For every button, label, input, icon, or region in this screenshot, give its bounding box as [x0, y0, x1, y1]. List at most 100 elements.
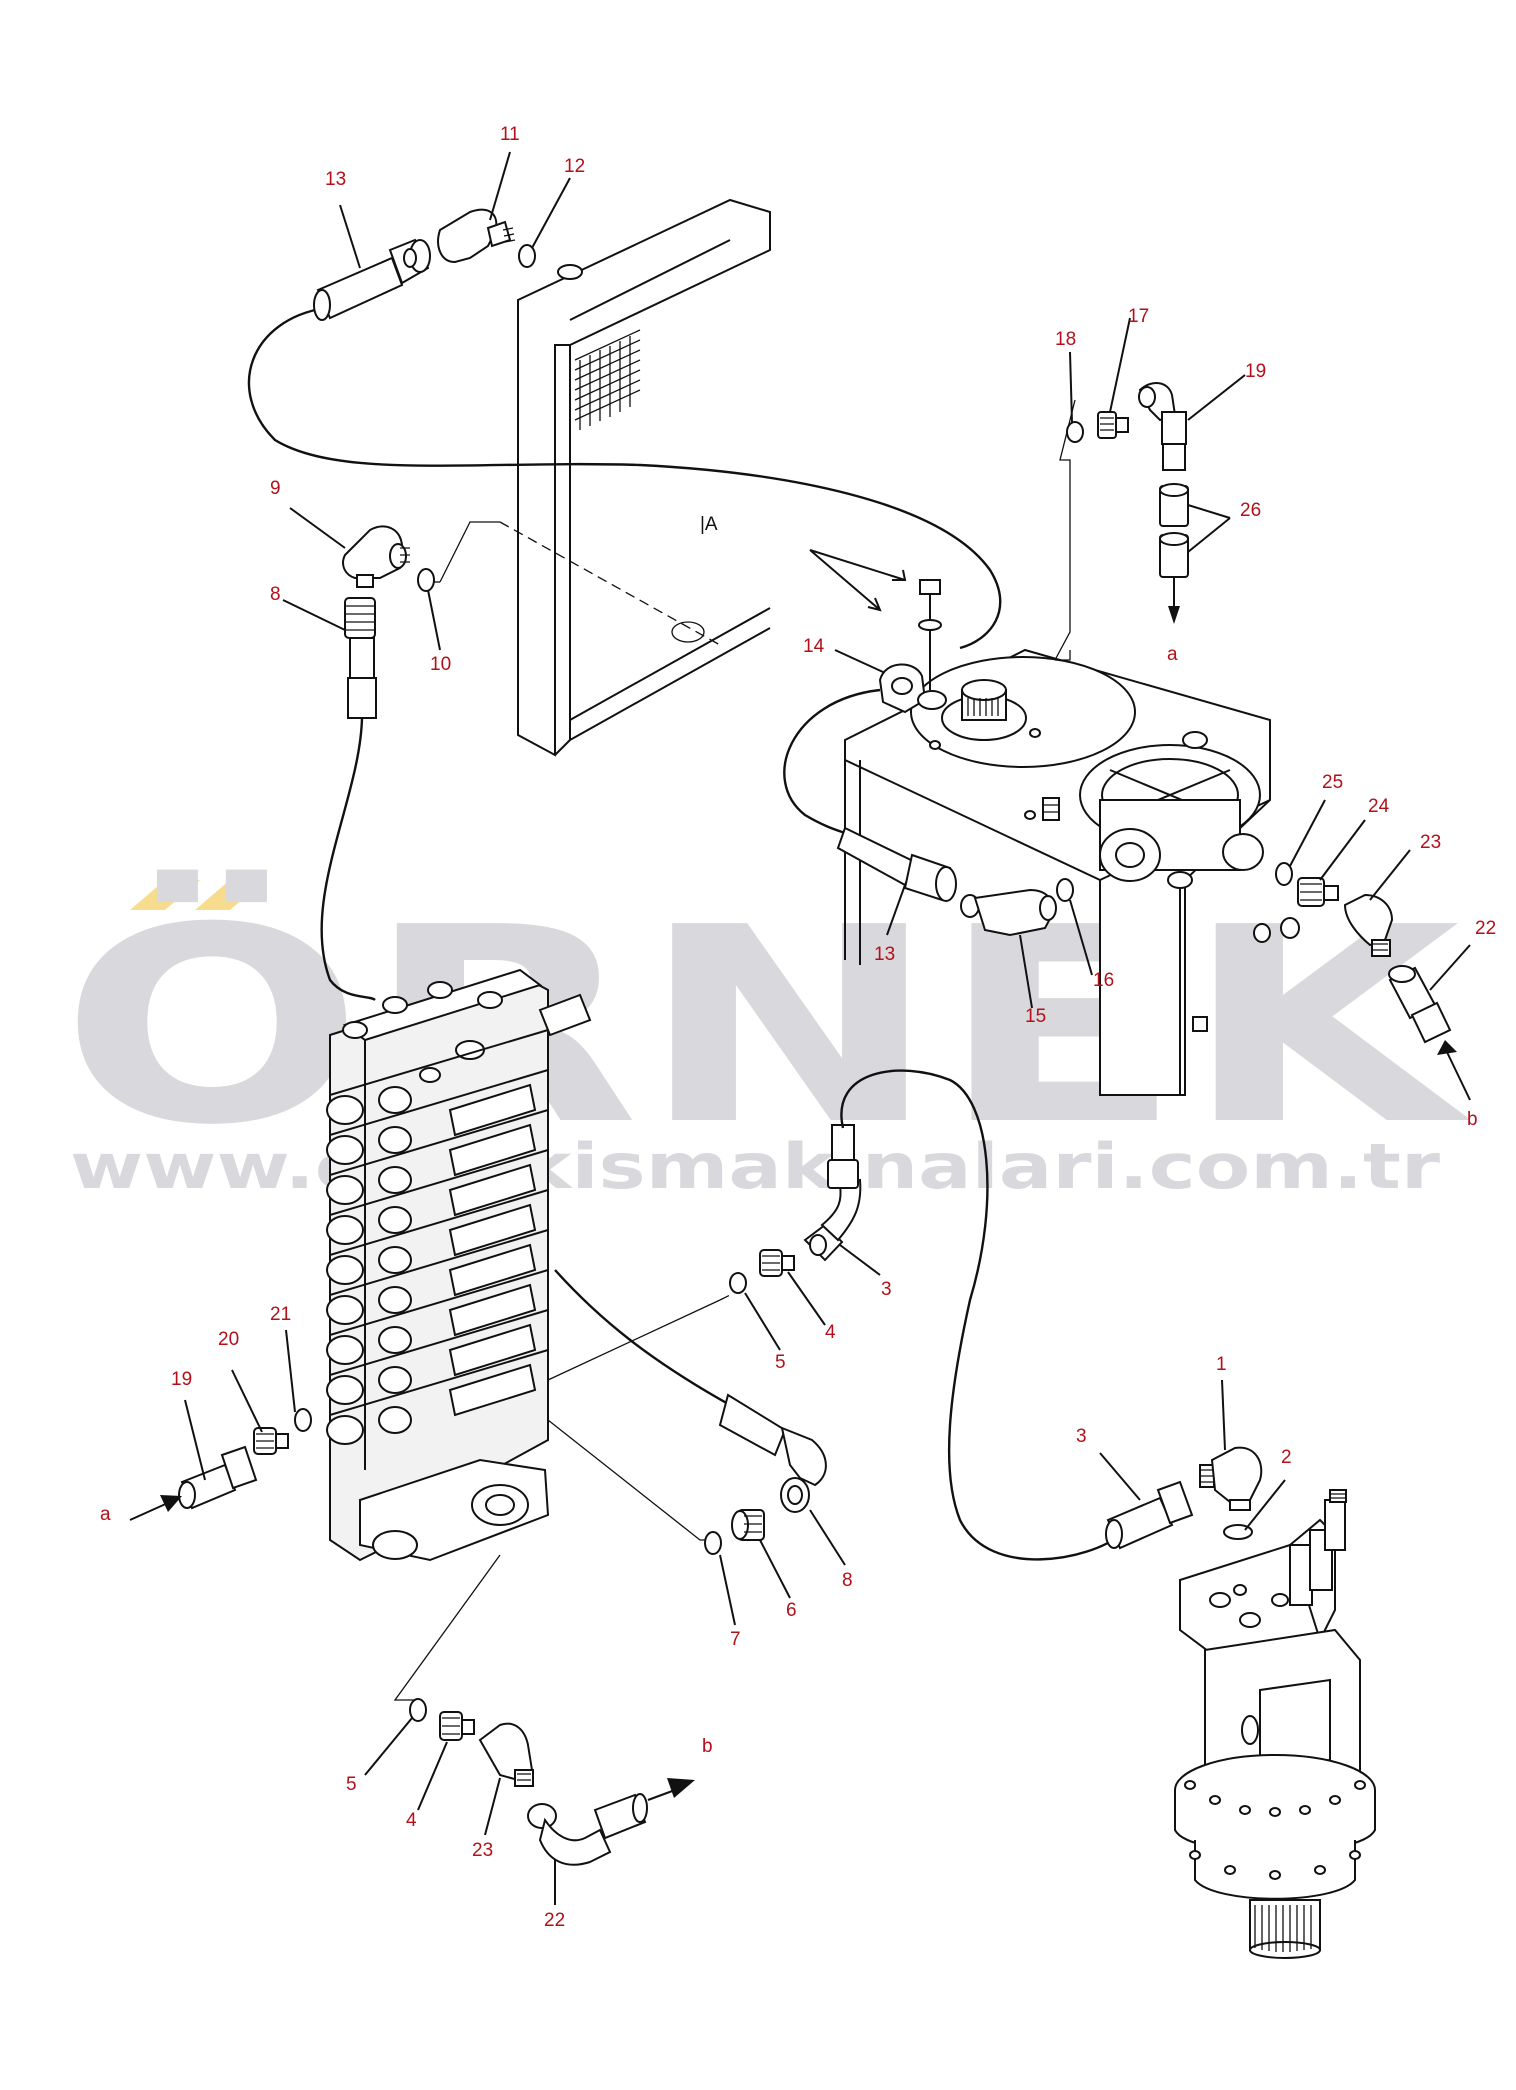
motor-valve-tower	[1289, 1489, 1347, 1606]
o-ring-21	[294, 1408, 312, 1432]
elbow-23-bottom	[478, 1722, 534, 1787]
flow-arrow-right-bottom	[667, 1778, 695, 1798]
hose-3-loop	[840, 1069, 1121, 1561]
radiator-frame	[517, 198, 771, 757]
control-valve-block	[326, 968, 592, 1562]
part-label-3-right: 3	[1076, 1426, 1087, 1447]
radiator-grille	[574, 329, 641, 430]
connector-6	[731, 1509, 765, 1541]
leader-arrows-view-a	[809, 549, 906, 611]
o-ring-10	[417, 568, 435, 592]
hose-fitting-13-top	[313, 238, 431, 321]
bolt-and-washer	[918, 579, 942, 690]
hydraulic-tank	[844, 648, 1300, 1096]
part-label-19: 19	[1245, 361, 1266, 382]
connector-20	[253, 1427, 289, 1455]
swing-motor	[1174, 1489, 1376, 1959]
elbow-fitting-11	[437, 208, 516, 264]
part-label-20: 20	[218, 1329, 239, 1350]
valve-top-port	[538, 993, 592, 1037]
hose-13-middle	[783, 688, 881, 837]
tank-cap	[941, 679, 1027, 741]
part-label-11: 11	[500, 124, 520, 145]
part-labels: 13 11 12 9 8 10 18 17 19 26 14 25 24 23 …	[171, 124, 1496, 1931]
part-label-17: 17	[1128, 306, 1149, 327]
part-label-6: 6	[786, 1600, 797, 1621]
elbow-fitting-15	[960, 888, 1057, 937]
o-ring-16	[1056, 878, 1074, 902]
o-ring-12	[518, 244, 536, 268]
part-label-3: 3	[881, 1279, 892, 1300]
hose-fitting-19-left	[178, 1445, 258, 1510]
part-label-16: 16	[1093, 970, 1114, 991]
part-label-18: 18	[1055, 329, 1076, 350]
connector-24	[1297, 877, 1339, 907]
watermark-accent-right	[195, 880, 265, 910]
radiator-cap	[557, 264, 583, 280]
flange-bolts	[1184, 1780, 1366, 1880]
hose-8-down	[320, 717, 376, 1002]
part-label-5-bottom: 5	[346, 1774, 357, 1795]
watermark-accent-left	[130, 880, 200, 910]
part-label-13-mid: 13	[874, 944, 895, 965]
flow-marker-a-left: a	[100, 1504, 111, 1525]
leader-valve-to-6	[547, 1419, 720, 1541]
sleeve-26	[1159, 483, 1189, 578]
part-label-23-bottom: 23	[472, 1840, 493, 1861]
part-label-15: 15	[1025, 1006, 1046, 1027]
connector-17	[1097, 411, 1129, 439]
valve-sections	[329, 1029, 549, 1416]
connector-4-mid	[759, 1249, 795, 1277]
label-leaders	[184, 151, 1471, 1905]
part-label-2: 2	[1281, 1447, 1292, 1468]
elbow-23-right	[1343, 893, 1394, 957]
arrowhead	[867, 597, 882, 612]
flow-line-a-left	[129, 1501, 171, 1521]
part-label-14: 14	[803, 636, 825, 657]
part-label-10: 10	[430, 654, 451, 675]
elbow-fitting-1	[1199, 1446, 1263, 1511]
part-label-22: 22	[1475, 918, 1496, 939]
o-ring-7	[704, 1531, 722, 1555]
hose-fitting-22-bottom	[527, 1793, 648, 1866]
part-label-25: 25	[1322, 772, 1343, 793]
flow-marker-b-bottom: b	[702, 1736, 713, 1757]
suction-filter-housing	[1079, 731, 1264, 889]
part-label-7: 7	[730, 1629, 741, 1650]
tank-bracket	[1192, 1016, 1208, 1032]
part-label-1: 1	[1216, 1354, 1227, 1375]
output-pinion	[1249, 1899, 1321, 1959]
leader-valve-to-4	[547, 1299, 721, 1381]
view-marker-a: |A	[700, 514, 718, 535]
hose-fitting-22-right	[1388, 965, 1452, 1044]
elbow-19-top	[1138, 382, 1187, 471]
watermark-url: www.ornekismakinalari.com.tr	[70, 1130, 1441, 1203]
part-label-4-bottom: 4	[406, 1810, 417, 1831]
part-label-9: 9	[270, 478, 281, 499]
flow-arrow-up	[1437, 1040, 1457, 1055]
part-label-23: 23	[1420, 832, 1441, 853]
part-label-13: 13	[325, 169, 346, 190]
flow-line-b-right	[1445, 1049, 1471, 1101]
leader-valve-to-5	[393, 1554, 501, 1701]
part-label-8: 8	[270, 584, 281, 605]
hose-fitting-13-mid	[836, 826, 957, 902]
flow-marker-b-right: b	[1467, 1109, 1478, 1130]
watermark: ÖRNEK www.ornekismakinalari.com.tr	[60, 867, 1473, 1203]
valve-inlet-block	[359, 1458, 550, 1562]
hose-valve-to-8	[554, 1269, 731, 1407]
flow-arrow-right	[160, 1495, 182, 1512]
part-label-24: 24	[1368, 796, 1390, 817]
elbow-fitting-9	[342, 525, 410, 588]
flow-arrow-down	[1168, 606, 1180, 624]
arrowhead	[892, 569, 907, 581]
valve-top-bolts	[342, 981, 503, 1083]
part-label-21: 21	[270, 1304, 291, 1325]
connector-4-bottom	[439, 1711, 475, 1741]
part-label-26: 26	[1240, 500, 1261, 521]
part-label-8-mid: 8	[842, 1570, 853, 1591]
flow-marker-a-top: a	[1167, 644, 1178, 665]
part-label-22-bottom: 22	[544, 1910, 565, 1931]
